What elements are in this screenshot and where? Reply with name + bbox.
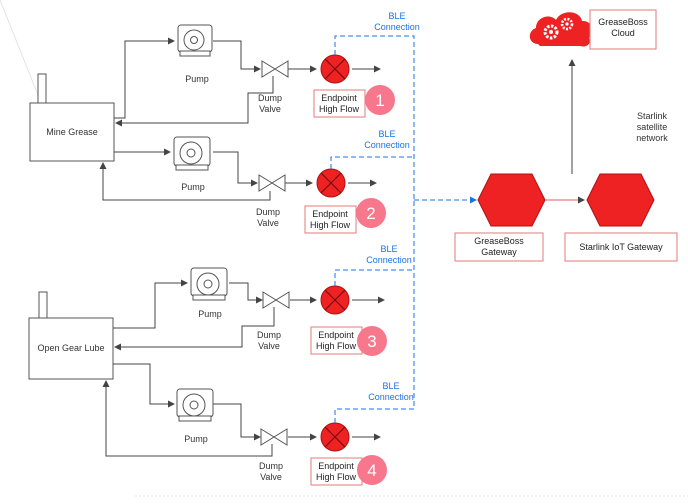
tank-label: Mine Grease bbox=[46, 127, 98, 137]
starlink-gateway-box: Starlink IoT Gateway bbox=[564, 232, 678, 262]
number-badge-1: 1 bbox=[365, 85, 395, 115]
endpoint-sensor-3 bbox=[320, 285, 350, 315]
pump-label: Pump bbox=[184, 434, 208, 444]
greaseboss-gateway-node bbox=[477, 173, 546, 227]
piping bbox=[99, 37, 385, 457]
pump-1 bbox=[177, 24, 213, 57]
gateway-label: Starlink IoT Gateway bbox=[579, 242, 663, 252]
pump-label: Pump bbox=[185, 74, 209, 84]
pump-4 bbox=[176, 388, 214, 422]
number-badge-2: 2 bbox=[356, 198, 386, 228]
dump-valve-1 bbox=[261, 60, 289, 78]
dump-valve-2 bbox=[258, 174, 286, 192]
ble-links bbox=[330, 35, 477, 423]
tank-label: Open Gear Lube bbox=[37, 343, 104, 353]
pump-3 bbox=[190, 267, 228, 301]
svg-text:2: 2 bbox=[366, 204, 375, 223]
pump-label: Pump bbox=[181, 182, 205, 192]
pump-label: Pump bbox=[198, 309, 222, 319]
pump-2 bbox=[173, 136, 211, 171]
svg-text:3: 3 bbox=[367, 332, 376, 351]
tank-mine-grease: Mine Grease bbox=[29, 73, 115, 162]
dump-valve-4 bbox=[260, 428, 288, 446]
gear-icon bbox=[543, 24, 559, 40]
starlink-gateway-node bbox=[586, 173, 655, 227]
endpoint-sensor-4 bbox=[320, 422, 350, 452]
svg-text:1: 1 bbox=[375, 91, 384, 110]
tank-open-gear-lube: Open Gear Lube bbox=[28, 291, 114, 380]
svg-text:4: 4 bbox=[367, 461, 376, 480]
endpoint-sensor-1 bbox=[320, 54, 350, 84]
page-edge bbox=[0, 0, 41, 101]
gear-icon bbox=[560, 17, 574, 31]
cloud-icon bbox=[529, 12, 593, 47]
dump-valve-3 bbox=[262, 291, 290, 309]
number-badge-4: 4 bbox=[357, 455, 387, 485]
number-badge-3: 3 bbox=[357, 326, 387, 356]
endpoint-sensor-2 bbox=[316, 168, 346, 198]
